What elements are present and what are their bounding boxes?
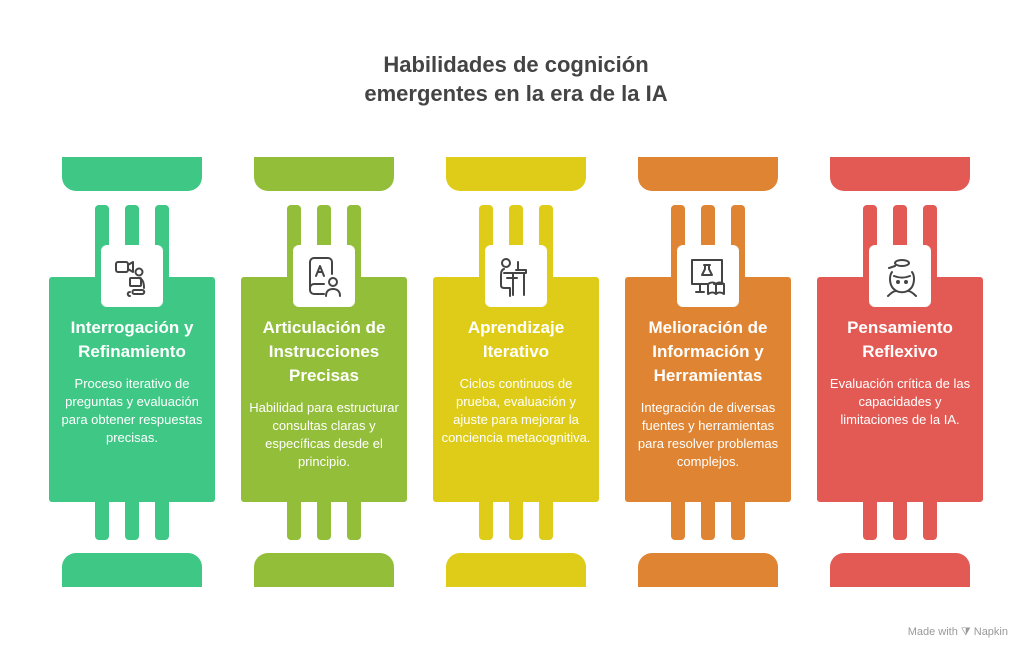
- connector-bar: [701, 495, 715, 540]
- connector-bar: [923, 495, 937, 540]
- column-body: [433, 277, 599, 502]
- skill-column: Articulación de Instrucciones Precisas H…: [241, 0, 407, 660]
- diagram-title: Habilidades de cognición emergentes en l…: [0, 50, 1032, 108]
- column-bottom-cap: [638, 553, 778, 587]
- skill-description: Evaluación crítica de las capacidades y …: [829, 376, 971, 427]
- connector-bar: [95, 495, 109, 540]
- column-bottom-cap: [446, 553, 586, 587]
- connector-bar: [863, 495, 877, 540]
- skill-title: Aprendizaje Iterativo: [467, 318, 565, 361]
- connector-bar: [347, 495, 361, 540]
- column-top-cap: [446, 157, 586, 191]
- skill-column: Aprendizaje Iterativo Ciclos continuos d…: [433, 0, 599, 660]
- napkin-watermark: Made with ⧩ Napkin: [907, 626, 1008, 638]
- connector-bar: [479, 495, 493, 540]
- connector-bar: [287, 495, 301, 540]
- title-line-1: Habilidades de cognición: [383, 52, 649, 77]
- connector-bar: [893, 495, 907, 540]
- column-bottom-cap: [62, 553, 202, 587]
- skill-column: Interrogación y Refinamiento Proceso ite…: [49, 0, 215, 660]
- thinking-person-icon: [869, 245, 931, 307]
- column-top-cap: [830, 157, 970, 191]
- column-body: [241, 277, 407, 502]
- connector-bar: [539, 495, 553, 540]
- connector-bar: [155, 495, 169, 540]
- connector-bar: [317, 495, 331, 540]
- column-bottom-cap: [254, 553, 394, 587]
- video-call-laptop-icon: [101, 245, 163, 307]
- skill-column: Melioración de Información y Herramienta…: [625, 0, 791, 660]
- column-top-cap: [62, 157, 202, 191]
- skill-description: Integración de diversas fuentes y herram…: [637, 400, 779, 469]
- skill-title: Melioración de Información y Herramienta…: [648, 318, 768, 385]
- column-body: [625, 277, 791, 502]
- skill-description: Proceso iterativo de preguntas y evaluac…: [61, 376, 203, 445]
- column-body: [817, 277, 983, 502]
- connector-bar: [125, 495, 139, 540]
- skill-title: Articulación de Instrucciones Precisas: [262, 318, 386, 385]
- skill-column: Pensamiento Reflexivo Evaluación crítica…: [817, 0, 983, 660]
- person-at-desk-icon: [485, 245, 547, 307]
- skill-description: Habilidad para estructurar consultas cla…: [249, 400, 399, 469]
- document-user-icon: [293, 245, 355, 307]
- connector-bar: [509, 495, 523, 540]
- skill-title: Pensamiento Reflexivo: [847, 318, 953, 361]
- connector-bar: [731, 495, 745, 540]
- skill-description: Ciclos continuos de prueba, evaluación y…: [441, 376, 591, 445]
- skill-title: Interrogación y Refinamiento: [70, 318, 194, 361]
- monitor-flask-book-icon: [677, 245, 739, 307]
- column-top-cap: [638, 157, 778, 191]
- column-top-cap: [254, 157, 394, 191]
- connector-bar: [671, 495, 685, 540]
- title-line-2: emergentes en la era de la IA: [364, 81, 668, 106]
- column-bottom-cap: [830, 553, 970, 587]
- column-body: [49, 277, 215, 502]
